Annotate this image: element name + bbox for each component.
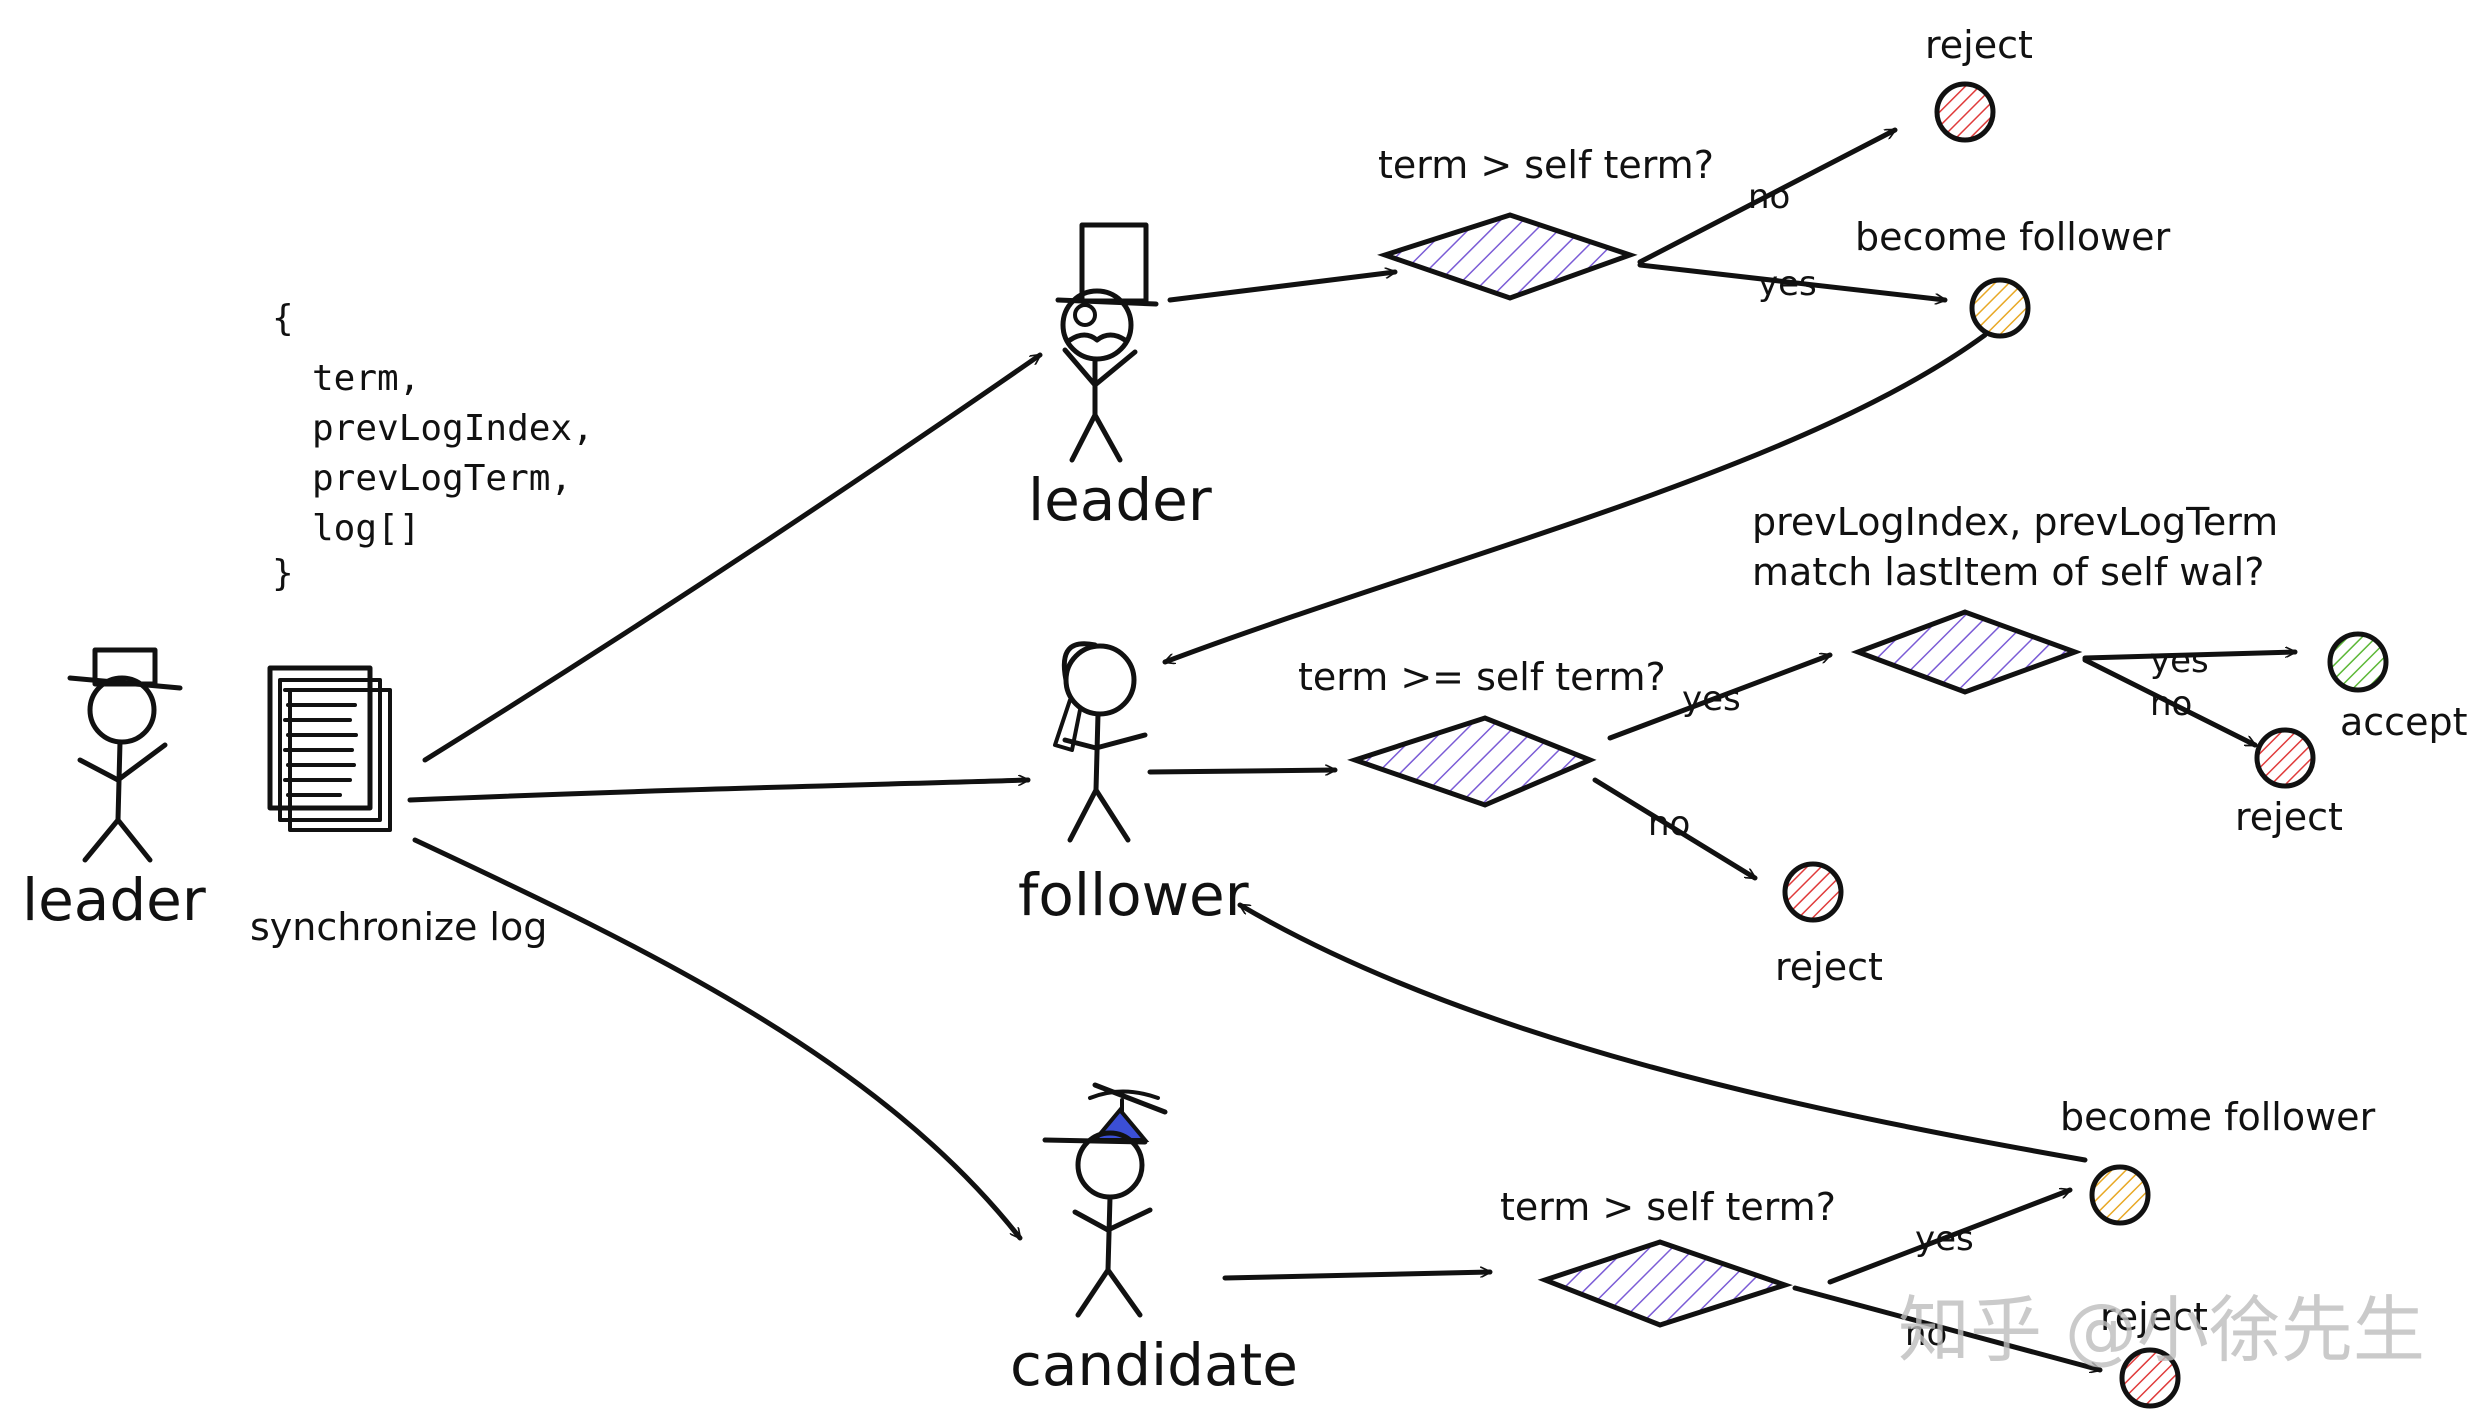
arrow-follower-sub-yes (2082, 652, 2298, 661)
follower-reject-circle (1782, 861, 1844, 923)
follower-sub-no-label: no (2150, 684, 2192, 724)
payload-close-brace: } (272, 553, 294, 594)
leader-no-label: no (1748, 177, 1790, 217)
payload-open-brace: { (272, 298, 294, 339)
candidate-become-follower-circle (2089, 1164, 2151, 1226)
follower-label: follower (1018, 861, 1249, 929)
candidate-figure (1042, 1082, 1168, 1318)
candidate-question: term > self term? (1500, 1185, 1836, 1229)
leader-top-label: leader (1028, 466, 1212, 534)
arrow-to-candidate (412, 837, 1023, 1241)
candidate-reject-circle (2119, 1347, 2181, 1409)
follower-subquestion-line2: match lastItem of self wal? (1752, 550, 2264, 594)
payload-field-log: log[] (312, 508, 420, 549)
leader-yes-label: yes (1758, 264, 1817, 304)
follower-sub-reject-circle (2254, 727, 2316, 789)
follower-subdecision-diamond (1850, 609, 2083, 695)
payload-field-prevlogterm: prevLogTerm, (312, 458, 572, 499)
leader-decision-diamond (1377, 212, 1638, 301)
watermark: 知乎 @小徐先生 (1898, 1288, 2425, 1372)
message-payload: { term, prevLogIndex, prevLogTerm, log[]… (272, 298, 594, 594)
follower-decision-diamond (1347, 715, 1597, 808)
arrow-follower-to-decision (1147, 770, 1338, 772)
follower-reject-label: reject (1775, 945, 1883, 989)
arrow-candidate-yes (1827, 1187, 2070, 1285)
arrow-leader-yes (1637, 262, 1948, 300)
arrow-leader-no (1637, 127, 1895, 265)
arrow-follower-sub-no (2082, 657, 2255, 748)
follower-sub-reject-label: reject (2235, 795, 2343, 839)
accept-label: accept (2340, 700, 2467, 744)
leader-reject-label: reject (1925, 23, 2033, 67)
accept-circle (2327, 631, 2389, 693)
follower-question: term >= self term? (1298, 655, 1666, 699)
arrow-leader-becomes-follower (1165, 332, 1988, 665)
leader-left-label: leader (22, 866, 206, 934)
arrow-candidate-to-decision (1222, 1272, 1493, 1281)
candidate-reject-label: reject (2100, 1295, 2208, 1339)
leader-reject-circle (1934, 81, 1996, 143)
follower-yes-label: yes (1682, 679, 1741, 719)
arrow-to-follower (407, 780, 1031, 803)
candidate-become-follower-label: become follower (2060, 1095, 2376, 1139)
follower-no-label: no (1648, 804, 1690, 844)
arrow-to-leader (422, 352, 1043, 763)
follower-sub-yes-label: yes (2150, 641, 2209, 681)
arrow-follower-no (1592, 777, 1755, 881)
leader-figure-left (67, 647, 183, 863)
payload-field-term: term, (312, 358, 420, 399)
payload-field-prevlogindex: prevLogIndex, (312, 408, 594, 449)
candidate-yes-label: yes (1915, 1219, 1974, 1259)
follower-subquestion-line1: prevLogIndex, prevLogTerm (1752, 500, 2278, 544)
leader-question: term > self term? (1378, 143, 1714, 187)
arrow-leader-to-decision (1167, 272, 1398, 303)
synchronize-log-caption: synchronize log (250, 905, 547, 949)
follower-figure (1053, 641, 1148, 843)
log-document-icon (267, 665, 392, 832)
leader-become-follower-circle (1969, 277, 2031, 339)
arrow-candidate-no (1792, 1285, 2103, 1370)
candidate-label: candidate (1010, 1331, 1298, 1399)
arrow-follower-yes (1607, 652, 1830, 741)
leader-become-follower-label: become follower (1855, 215, 2171, 259)
arrow-candidate-becomes-follower (1240, 902, 2088, 1163)
leader-figure-top (1055, 222, 1159, 463)
candidate-no-label: no (1905, 1314, 1947, 1354)
candidate-decision-diamond (1537, 1239, 1793, 1328)
